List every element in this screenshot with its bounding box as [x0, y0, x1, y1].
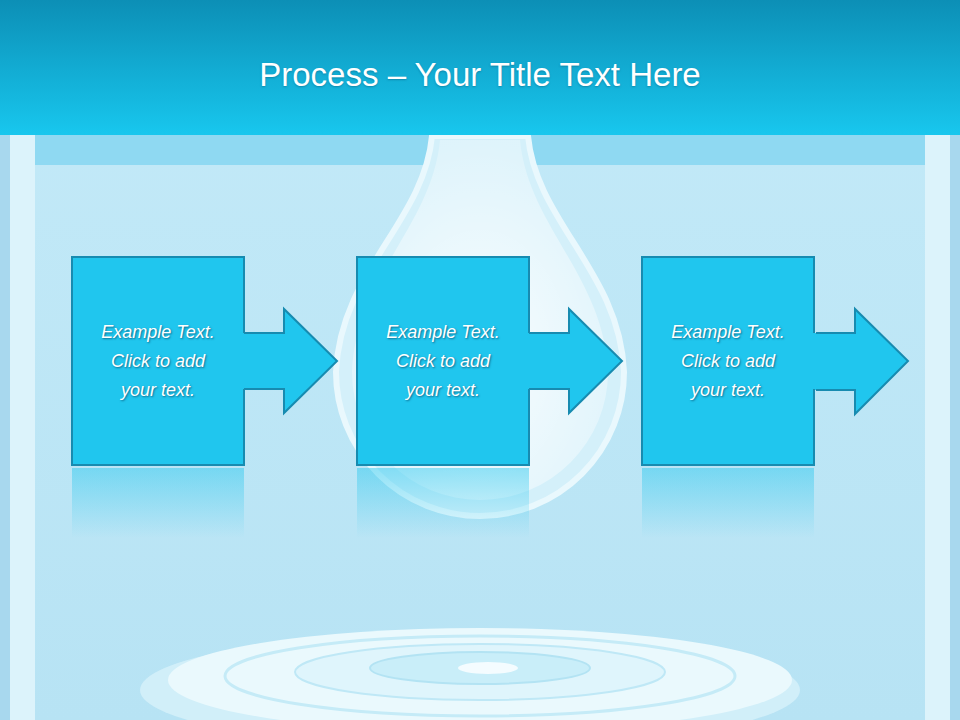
- arrow-outline: [244, 309, 337, 413]
- box-reflections: [72, 468, 814, 538]
- process-box: Example Text. Click to add your text.: [72, 257, 244, 465]
- side-stripe: [925, 135, 950, 720]
- slide-title: Process – Your Title Text Here: [0, 0, 960, 150]
- flow-arrow: [527, 309, 622, 413]
- water-drop: [336, 136, 624, 516]
- process-box: Example Text. Click to add your text.: [642, 257, 814, 465]
- side-stripe: [950, 135, 960, 720]
- box-text: Example Text. Click to add your text.: [91, 318, 225, 405]
- trailing-arrow: [813, 309, 908, 414]
- flow-arrow: [242, 309, 337, 413]
- box-text: Example Text. Click to add your text.: [661, 318, 795, 405]
- side-stripe: [10, 135, 35, 720]
- box-border: [72, 257, 244, 465]
- trailing-arrow-outline: [816, 309, 908, 414]
- box-text: Example Text. Click to add your text.: [376, 318, 510, 405]
- box-border: [357, 257, 529, 465]
- arrow-outline: [529, 309, 622, 413]
- box-border: [642, 257, 814, 465]
- process-box: Example Text. Click to add your text.: [357, 257, 529, 465]
- side-stripe: [0, 135, 10, 720]
- arrow-fill: [242, 309, 337, 413]
- ripples: [140, 628, 800, 720]
- arrow-fill: [527, 309, 622, 413]
